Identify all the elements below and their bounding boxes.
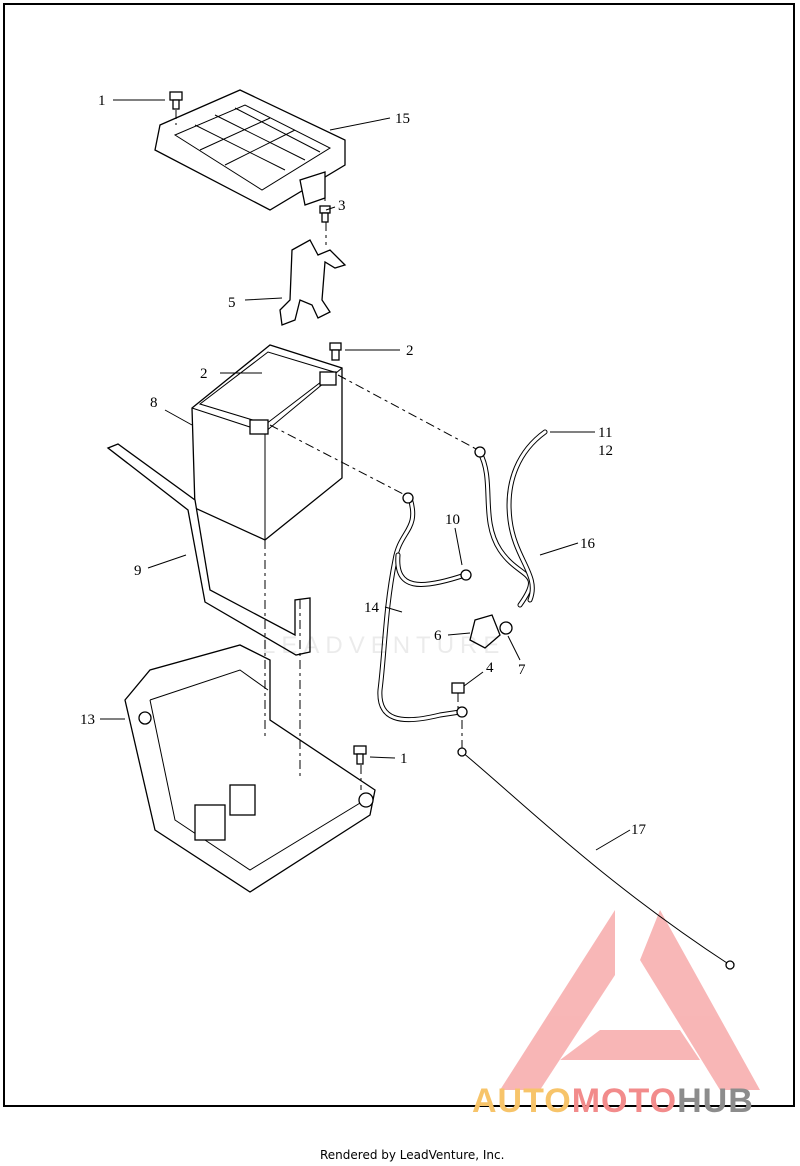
- callout-8: 8: [150, 395, 158, 411]
- screw-1-top[interactable]: [169, 91, 183, 110]
- callout-16: 16: [580, 536, 596, 552]
- automotohub-logo-icon: [500, 910, 760, 1090]
- cable-11-12[interactable]: [506, 429, 548, 603]
- callout-4: 4: [486, 660, 494, 676]
- part-tray-13[interactable]: [124, 644, 376, 893]
- callout-13: 13: [80, 712, 95, 728]
- callout-12: 12: [598, 443, 613, 459]
- cable-17[interactable]: [457, 747, 735, 970]
- part-bracket-5[interactable]: [279, 239, 347, 326]
- callout-1-bottom: 1: [400, 751, 408, 767]
- callout-9: 9: [134, 563, 142, 579]
- callout-1-top: 1: [98, 93, 106, 109]
- leadventure-watermark: LEADVENTURE: [262, 632, 506, 659]
- part-cover-15[interactable]: [154, 89, 346, 211]
- callout-15: 15: [395, 111, 410, 127]
- part-cap-6[interactable]: [469, 614, 501, 649]
- logo-hub: HUB: [677, 1082, 754, 1120]
- callout-14: 14: [364, 600, 380, 616]
- callout-3: 3: [338, 198, 346, 214]
- automotohub-logo-text: AUTOMOTOHUB: [472, 1082, 754, 1121]
- screw-3[interactable]: [319, 205, 331, 223]
- part-nut-7[interactable]: [499, 621, 513, 635]
- logo-moto: MOTO: [571, 1082, 678, 1120]
- callout-2-right: 2: [406, 343, 414, 359]
- callout-6: 6: [434, 628, 442, 644]
- footer-credit: Rendered by LeadVenture, Inc.: [320, 1148, 505, 1162]
- callout-5: 5: [228, 295, 236, 311]
- callout-2-left: 2: [200, 366, 208, 382]
- callout-7: 7: [518, 662, 526, 678]
- screw-1-bottom[interactable]: [353, 745, 367, 765]
- callout-17: 17: [631, 822, 647, 838]
- part-battery-8[interactable]: [191, 344, 343, 541]
- part-strap-9[interactable]: [106, 443, 311, 656]
- part-nut-4[interactable]: [451, 682, 465, 694]
- cable-16[interactable]: [474, 446, 533, 608]
- screw-2-right[interactable]: [329, 342, 342, 361]
- cable-14[interactable]: [377, 492, 468, 723]
- cable-10[interactable]: [395, 552, 472, 587]
- logo-auto: AUTO: [472, 1082, 572, 1120]
- callout-10: 10: [445, 512, 460, 528]
- callout-11: 11: [598, 425, 612, 441]
- leader-lines: [100, 99, 631, 851]
- diagram-frame: [3, 3, 795, 1107]
- assembly-guides: [175, 110, 479, 790]
